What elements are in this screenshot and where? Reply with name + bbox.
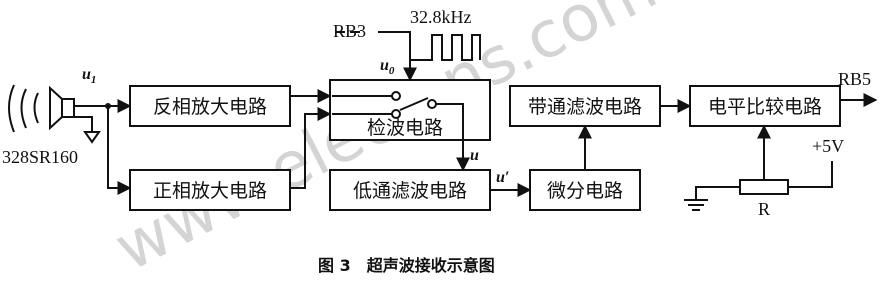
split-wire [107, 106, 132, 195]
noninverting-amplifier-block [129, 169, 291, 211]
lowpass-filter-label: 低通滤波电路 [353, 180, 467, 202]
bandpass-filter-label: 带通滤波电路 [528, 96, 642, 118]
figure-caption: 图 3 超声波接收示意图 [318, 256, 495, 275]
sensor-label: 328SR160 [2, 147, 78, 167]
rb5-label: RB5 [838, 69, 871, 89]
u0-label: u0 [380, 57, 395, 77]
wire-to-vcc [788, 161, 833, 188]
wire-noninv-to-detector [290, 107, 332, 189]
u-label: u [470, 147, 479, 164]
rb3-label: RB3 [333, 21, 366, 41]
ground-symbol-reference [684, 199, 708, 211]
rb3-control-wire [378, 31, 417, 82]
pulse-train-icon [410, 34, 481, 61]
ultrasonic-sensor-icon [8, 84, 75, 133]
u-prime-label: u′ [496, 169, 509, 186]
analog-switch [332, 91, 464, 170]
wire-to-ground [695, 186, 740, 200]
bandpass-filter-block [509, 85, 661, 127]
inverting-amplifier-block [129, 85, 291, 127]
inverting-amplifier-label: 反相放大电路 [153, 96, 267, 118]
input-signal-label: u1 [82, 66, 96, 86]
differentiator-block [529, 169, 641, 211]
ground-symbol-sensor [74, 116, 101, 144]
vcc-label: +5V [812, 136, 844, 156]
potentiometer-icon [739, 179, 789, 195]
resistor-label: R [758, 199, 770, 219]
comparator-block [689, 85, 841, 127]
junction-dot [105, 103, 111, 109]
frequency-label: 32.8kHz [410, 7, 472, 27]
differentiator-label: 微分电路 [547, 180, 623, 202]
detector-label: 检波电路 [367, 117, 443, 139]
comparator-label: 电平比较电路 [708, 96, 822, 118]
noninverting-amplifier-label: 正相放大电路 [153, 180, 267, 202]
